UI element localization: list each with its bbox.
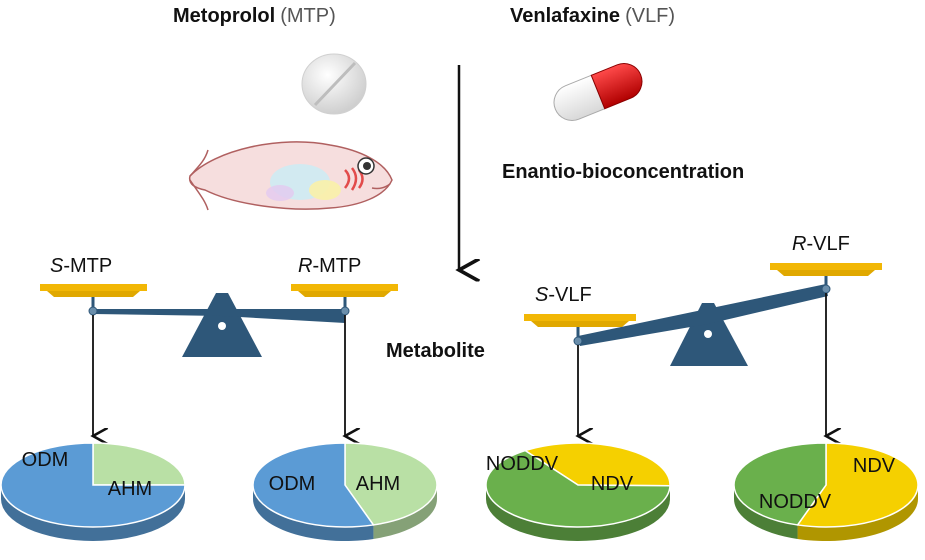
- vlf-right-pan: [770, 263, 882, 294]
- pie-r-mtp: ODM AHM: [252, 442, 438, 541]
- pie-side-r-vlf-1: [734, 485, 798, 539]
- pie-label-s-vlf-1: NDV: [591, 473, 634, 495]
- mtp-left-pan: [40, 284, 147, 316]
- venlafaxine-title: Venlafaxine(VLF): [510, 5, 675, 27]
- pie-label-s-mtp-0: ODM: [22, 449, 69, 471]
- pie-slice-s-mtp-0: [92, 442, 186, 486]
- metabolite-label: Metabolite: [386, 340, 485, 362]
- pie-r-vlf: NODDV NDV: [733, 442, 919, 541]
- mtp-balance: S-MTP R-MTP: [40, 255, 398, 357]
- pie-side-s-vlf-1: [486, 485, 670, 541]
- vlf-left-pan: [524, 314, 636, 346]
- pie-label-r-vlf-1: NDV: [853, 455, 896, 477]
- s-mtp-label: S-MTP: [50, 255, 112, 277]
- pie-s-mtp: ODM AHM: [0, 442, 186, 541]
- s-vlf-label: S-VLF: [535, 284, 592, 306]
- vlf-balance: S-VLF R-VLF: [524, 233, 882, 366]
- pie-label-r-mtp-0: ODM: [269, 473, 316, 495]
- pie-slice-s-vlf-1: [485, 449, 671, 528]
- mtp-right-pan: [291, 284, 398, 316]
- pie-side-s-mtp-1: [1, 485, 185, 541]
- pie-slice-s-vlf-0: [523, 442, 671, 487]
- pie-label-s-mtp-1: AHM: [108, 478, 152, 500]
- r-vlf-label: R-VLF: [792, 233, 850, 255]
- pie-s-vlf: NODDV NDV: [485, 442, 671, 541]
- pie-label-s-vlf-0: NODDV: [486, 453, 559, 475]
- pill-tablet-icon: [301, 53, 367, 115]
- metabolite-pies: ODM AHM ODM AHM NODDV NDV NODDV NDV: [0, 442, 919, 541]
- zebrafish-icon: [188, 141, 393, 211]
- pie-label-r-vlf-0: NODDV: [759, 491, 832, 513]
- pie-slice-r-vlf-1: [733, 442, 827, 526]
- pie-slice-r-vlf-0: [796, 442, 919, 528]
- r-mtp-label: R-MTP: [298, 255, 361, 277]
- pie-slice-r-mtp-1: [252, 442, 375, 528]
- pie-label-r-mtp-1: AHM: [356, 473, 400, 495]
- pie-slice-r-mtp-0: [344, 442, 438, 526]
- metoprolol-title: Metoprolol(MTP): [173, 5, 336, 27]
- pie-slice-s-mtp-1: [0, 442, 186, 528]
- capsule-icon: [553, 63, 643, 121]
- pie-side-r-mtp-0: [373, 485, 437, 539]
- bioconcentration-label: Enantio-bioconcentration: [502, 161, 744, 183]
